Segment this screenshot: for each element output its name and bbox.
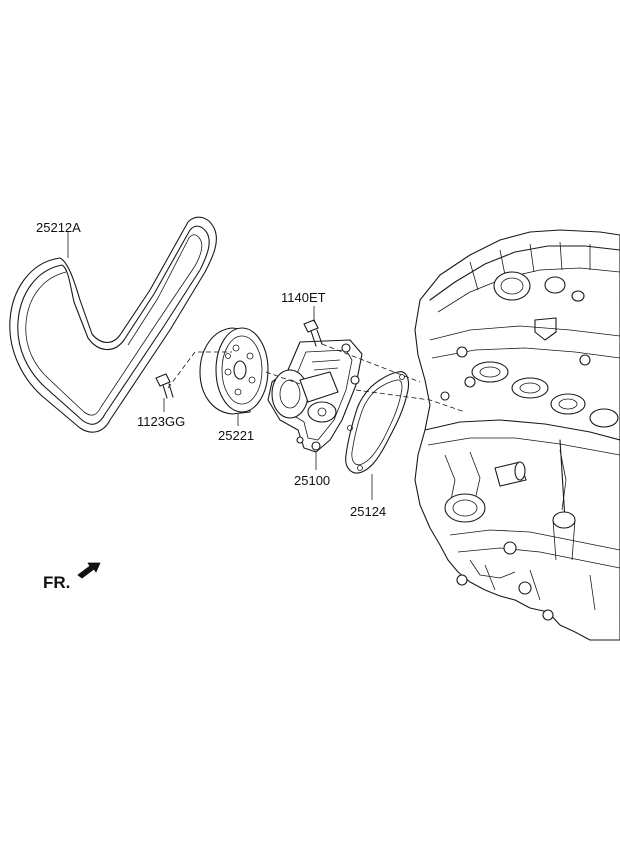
gasket-illustration — [345, 371, 410, 474]
front-arrow-icon — [77, 562, 101, 579]
bolt-1140et-illustration — [303, 319, 323, 347]
front-indicator-label: FR. — [43, 573, 70, 592]
leader-lines — [67, 232, 373, 500]
engine-block-illustration — [414, 229, 620, 641]
water-pump-illustration — [267, 339, 363, 453]
callout-1123gg[interactable]: 1123GG — [137, 414, 185, 429]
pulley-illustration — [199, 327, 269, 415]
callout-25100[interactable]: 25100 — [294, 473, 330, 488]
callout-25124[interactable]: 25124 — [350, 504, 386, 519]
callout-1140et[interactable]: 1140ET — [281, 290, 326, 305]
front-indicator: FR. — [43, 562, 101, 592]
callout-25221[interactable]: 25221 — [218, 428, 254, 443]
drive-belt-illustration — [9, 216, 217, 433]
assembly-dashed-lines — [167, 343, 466, 413]
bolt-1123gg-illustration — [155, 373, 174, 399]
callout-25212a[interactable]: 25212A — [36, 220, 81, 235]
